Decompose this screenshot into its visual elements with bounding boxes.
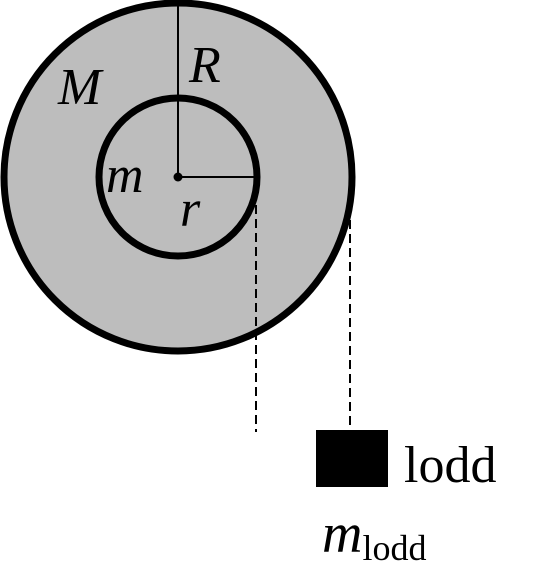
inner-radius-label: r — [180, 181, 201, 238]
load-mass-subscript: lodd — [362, 528, 426, 564]
load-block — [316, 430, 388, 487]
inner-mass-label: m — [106, 147, 144, 204]
load-label: lodd — [404, 437, 496, 494]
outer-mass-label: M — [57, 59, 104, 116]
load-mass-symbol: m — [322, 503, 362, 564]
center-dot — [173, 172, 183, 182]
outer-radius-label: R — [188, 37, 221, 94]
load-mass-label: mlodd — [322, 503, 426, 564]
